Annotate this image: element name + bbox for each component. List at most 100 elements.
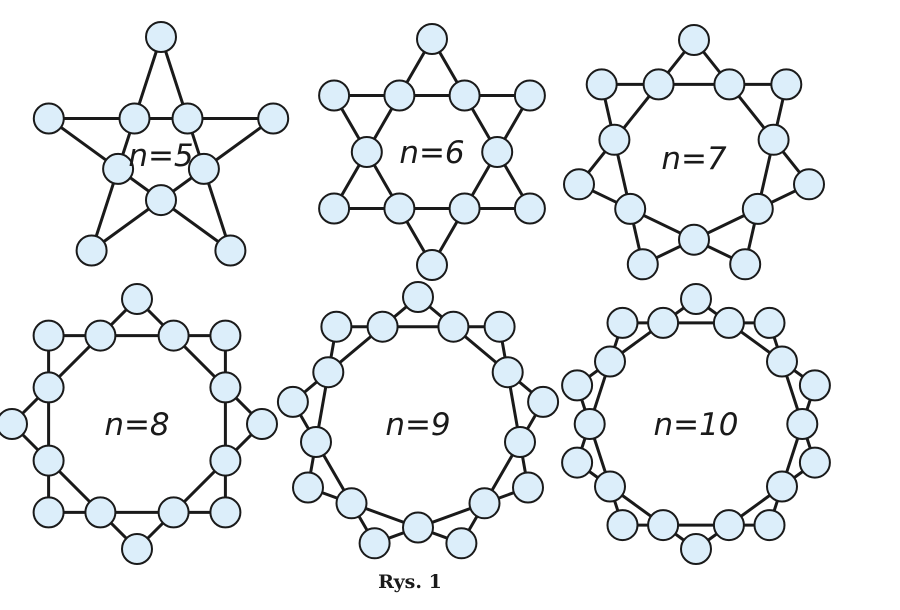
outer-node (513, 192, 546, 225)
inner-node (84, 319, 117, 352)
inner-node (481, 136, 514, 168)
outer-node (276, 385, 309, 418)
edge (10, 297, 139, 426)
outer-node (798, 369, 831, 402)
figure-label: n=9 (385, 407, 450, 443)
inner-node (504, 426, 536, 458)
star-figure-n7: n=7 (563, 24, 825, 281)
outer-node (606, 509, 639, 542)
edge (416, 295, 545, 404)
outer-node (753, 306, 786, 339)
edge (692, 38, 811, 186)
inner-node (383, 192, 416, 225)
star-figure-n5: n=5 (32, 21, 290, 267)
outer-node (318, 79, 351, 112)
edge (600, 82, 645, 266)
edge (575, 321, 624, 465)
figure-caption: Rys. 1 (378, 571, 442, 593)
outer-node (246, 408, 278, 440)
outer-node (32, 319, 65, 352)
edge (306, 486, 463, 545)
figure-label: n=6 (399, 135, 464, 171)
edge (332, 94, 434, 267)
edge (430, 94, 532, 267)
inner-node (786, 408, 819, 440)
inner-node (32, 444, 65, 477)
outer-node (292, 471, 324, 504)
inner-node (300, 426, 332, 458)
inner-node (713, 68, 746, 101)
outer-node (0, 408, 28, 440)
outer-node (793, 168, 825, 201)
inner-node (678, 223, 710, 256)
edge (575, 383, 624, 527)
inner-node (647, 509, 680, 542)
edge (291, 400, 377, 545)
outer-node (626, 248, 659, 281)
edge (430, 37, 532, 210)
star-polygon-figures: n=5 n=6 n=7 n=8 n=9 n=10 (0, 21, 831, 565)
edge (577, 182, 747, 266)
outer-node (32, 496, 65, 529)
inner-node (766, 345, 798, 378)
outer-node (318, 192, 351, 225)
edges (332, 37, 532, 267)
outer-node (753, 509, 786, 542)
figure-label: n=8 (104, 407, 169, 443)
inner-node (757, 123, 790, 156)
outer-node (145, 21, 177, 53)
edge (135, 422, 264, 551)
inner-node (594, 345, 626, 378)
inner-node (171, 102, 204, 135)
outer-node (257, 102, 290, 135)
edge (90, 117, 275, 252)
edges (575, 297, 817, 551)
nodes (561, 283, 831, 565)
edges (47, 35, 275, 252)
edge (159, 35, 232, 252)
edge (694, 297, 817, 387)
inner-node (437, 310, 470, 343)
inner-node (32, 371, 65, 404)
inner-node (383, 79, 416, 112)
edge (332, 37, 434, 210)
outer-node (320, 310, 353, 343)
edge (694, 461, 817, 551)
inner-node (573, 408, 606, 440)
inner-node (157, 319, 190, 352)
outer-node (729, 248, 762, 281)
edge (291, 295, 420, 404)
outer-node (121, 533, 153, 565)
outer-node (527, 385, 560, 418)
inner-node (614, 192, 647, 225)
inner-node (712, 509, 745, 542)
star-figure-n9: n=9 (276, 281, 560, 560)
edge (641, 182, 811, 266)
inner-node (84, 496, 117, 529)
outer-node (75, 234, 108, 267)
outer-node (209, 319, 242, 352)
inner-node (712, 306, 745, 339)
outer-node (358, 527, 391, 560)
inner-node (366, 310, 399, 343)
outer-node (483, 310, 516, 343)
inner-node (468, 487, 501, 520)
inner-node (594, 470, 626, 503)
inner-node (145, 184, 177, 217)
figure-label: n=10 (653, 407, 738, 443)
inner-node (448, 79, 481, 112)
outer-node (32, 102, 65, 135)
inner-node (118, 102, 151, 135)
nodes (563, 24, 825, 281)
outer-node (209, 496, 242, 529)
edge (575, 297, 698, 387)
outer-node (121, 283, 153, 315)
outer-node (214, 234, 247, 267)
inner-node (448, 192, 481, 225)
edge (743, 82, 788, 266)
edge (577, 38, 696, 186)
nodes (276, 281, 560, 560)
outer-node (678, 24, 710, 56)
outer-node (680, 533, 712, 565)
outer-node (416, 23, 448, 55)
